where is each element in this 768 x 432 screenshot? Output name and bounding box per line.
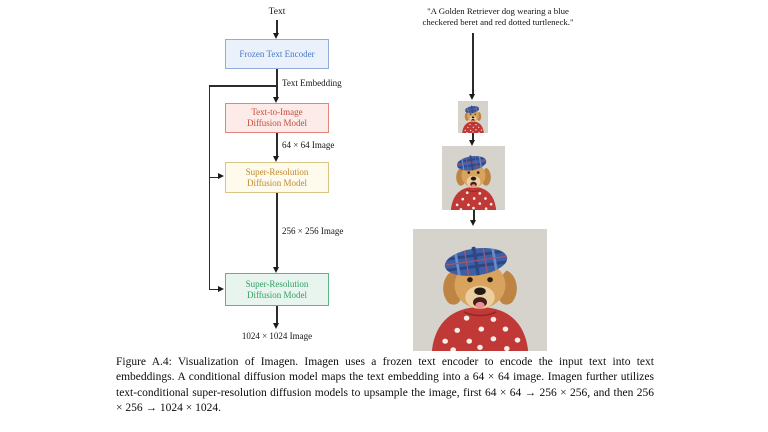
sr2-label-line1: Super-Resolution bbox=[245, 278, 309, 289]
arrow-small-to-medium-head bbox=[469, 139, 476, 146]
embedding-branch-horizontal-line bbox=[209, 85, 277, 87]
prompt-text-line1: "A Golden Retriever dog wearing a blue bbox=[427, 6, 569, 16]
image-256-label: 256 × 256 Image bbox=[282, 226, 344, 236]
embedding-branch-vertical-line bbox=[209, 85, 211, 291]
arrow-sr1-to-sr2-line bbox=[276, 193, 278, 267]
t2i-label-line1: Text-to-Image bbox=[251, 107, 303, 117]
sr1-label-line1: Super-Resolution bbox=[245, 166, 309, 177]
arrow-medium-to-large-head bbox=[470, 219, 477, 226]
text-embedding-label: Text Embedding bbox=[282, 78, 342, 88]
branch-to-sr1-head bbox=[218, 173, 224, 180]
frozen-text-encoder-label: Frozen Text Encoder bbox=[239, 48, 315, 59]
generated-image-256 bbox=[442, 146, 505, 210]
branch-to-sr1-line bbox=[209, 176, 219, 178]
arrow-sr1-to-sr2-head bbox=[273, 266, 280, 273]
arrow-medium-to-large-line bbox=[473, 210, 475, 221]
arrow-encoder-to-t2i-head bbox=[273, 96, 280, 103]
figure-caption: Figure A.4: Visualization of Imagen. Ima… bbox=[116, 356, 654, 415]
image-1024-label: 1024 × 1024 Image bbox=[241, 331, 313, 341]
text-to-image-diffusion-node: Text-to-Image Diffusion Model bbox=[225, 103, 329, 133]
arrow-t2i-to-sr1-line bbox=[276, 133, 278, 156]
t2i-label-line2: Diffusion Model bbox=[246, 118, 308, 128]
generated-image-1024 bbox=[413, 229, 547, 351]
arrow-small-to-medium-line bbox=[472, 133, 474, 141]
super-resolution-node-1: Super-Resolution Diffusion Model bbox=[225, 162, 329, 193]
arrow-sr2-to-output-head bbox=[273, 322, 280, 329]
arrow-encoder-to-t2i-line bbox=[276, 69, 278, 97]
super-resolution-node-2: Super-Resolution Diffusion Model bbox=[225, 273, 329, 306]
branch-to-sr2-line bbox=[209, 289, 219, 291]
arrow-prompt-to-small-head bbox=[469, 93, 476, 100]
arrow-text-to-encoder-head bbox=[273, 32, 280, 39]
image-64-label: 64 × 64 Image bbox=[282, 140, 335, 150]
prompt-text: "A Golden Retriever dog wearing a blue c… bbox=[396, 6, 600, 28]
frozen-text-encoder-node: Frozen Text Encoder bbox=[225, 39, 329, 69]
arrow-prompt-to-small-line bbox=[472, 33, 474, 94]
generated-image-64 bbox=[458, 101, 488, 133]
arrow-sr2-to-output-line bbox=[276, 306, 278, 323]
input-text-label: Text bbox=[268, 7, 286, 17]
arrow-t2i-to-sr1-head bbox=[273, 155, 280, 162]
arrow-text-to-encoder-line bbox=[276, 20, 278, 33]
sr1-label-line2: Diffusion Model bbox=[246, 177, 308, 188]
sr2-label-line2: Diffusion Model bbox=[246, 289, 308, 300]
branch-to-sr2-head bbox=[218, 285, 224, 292]
prompt-text-line2: checkered beret and red dotted turtlenec… bbox=[422, 17, 574, 27]
